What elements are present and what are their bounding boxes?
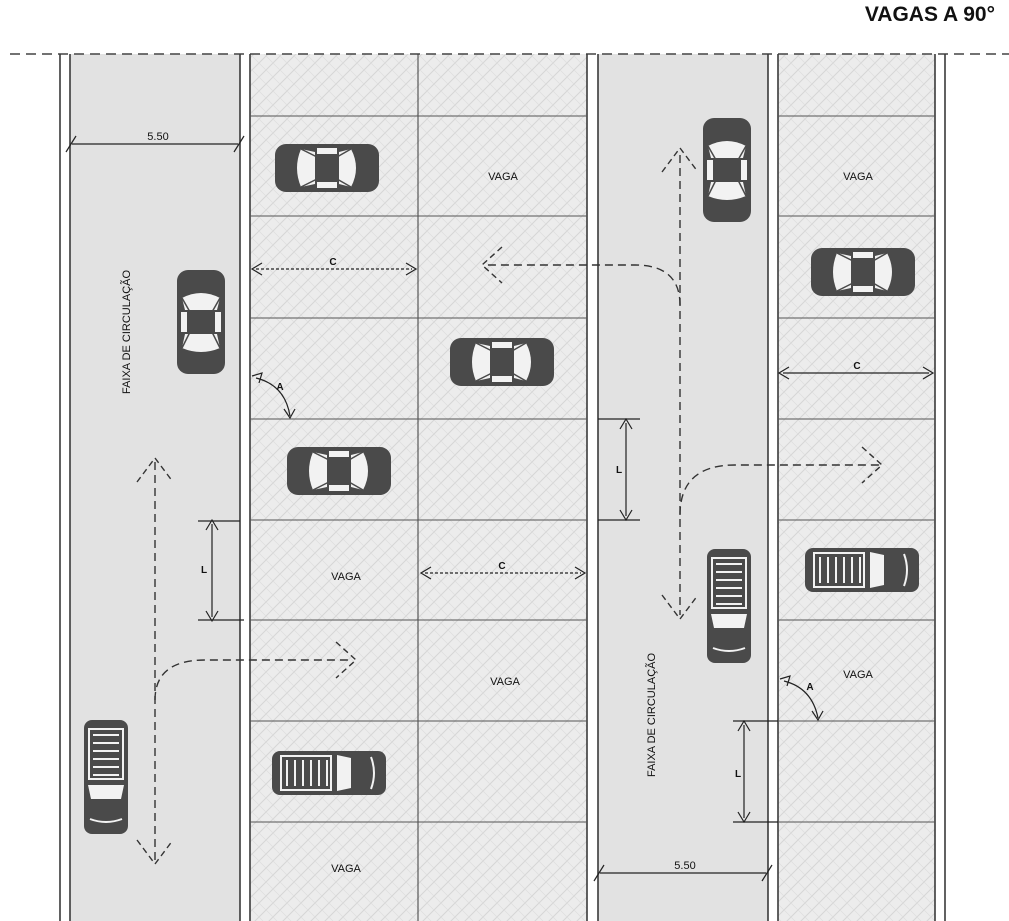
lane-width-label-top: 5.50: [147, 131, 168, 143]
diagram-title: VAGAS A 90°: [864, 3, 995, 26]
right-bay-block: [778, 54, 935, 921]
width-label-1: L: [201, 565, 207, 576]
car-right-lane-top: [702, 117, 752, 223]
space-label-5: VAGA: [843, 669, 873, 681]
lanes-and-bays: [70, 54, 935, 921]
depth-label-2: C: [498, 561, 505, 572]
angle-label-1: A: [276, 382, 283, 393]
arrow-heads: [136, 146, 884, 866]
car-left-bay-3: [449, 337, 555, 387]
car-right-bay-2: [810, 247, 916, 297]
pickup-right-lane: [706, 548, 752, 664]
space-label-3: VAGA: [331, 571, 361, 583]
labels: 5.50 5.50 FAIXA DE CIRCULAÇÃO FAIXA DE C…: [120, 131, 874, 875]
space-label-1: VAGA: [488, 171, 518, 183]
angle-label-2: A: [806, 682, 813, 693]
curb-lines: [59, 54, 946, 921]
circulation-lane-label-right: FAIXA DE CIRCULAÇÃO: [645, 653, 658, 778]
width-label-2: L: [616, 465, 622, 476]
space-label-6: VAGA: [331, 863, 361, 875]
bay-dividers: [250, 115, 935, 823]
car-left-bay-4: [286, 446, 392, 496]
circulation-lane-label-left: FAIXA DE CIRCULAÇÃO: [120, 270, 133, 395]
space-label-2: VAGA: [843, 171, 873, 183]
pickup-left-lane: [83, 719, 129, 835]
lane-width-label-bottom: 5.50: [674, 860, 695, 872]
depth-label-1: C: [329, 257, 336, 268]
pickup-right-bay: [804, 547, 920, 593]
space-label-4: VAGA: [490, 676, 520, 688]
car-left-lane: [176, 269, 226, 375]
right-lower-turn-arrow: [679, 464, 880, 516]
right-upper-turn-arrow: [484, 264, 681, 306]
circulation-arrows: [154, 155, 880, 860]
width-label-3: L: [735, 769, 741, 780]
car-left-bay-1: [274, 143, 380, 193]
pickup-left-bay: [271, 750, 387, 796]
depth-label-3: C: [853, 361, 860, 372]
dimension-lines: [65, 135, 935, 882]
left-turn-flow-arrow: [154, 659, 352, 701]
